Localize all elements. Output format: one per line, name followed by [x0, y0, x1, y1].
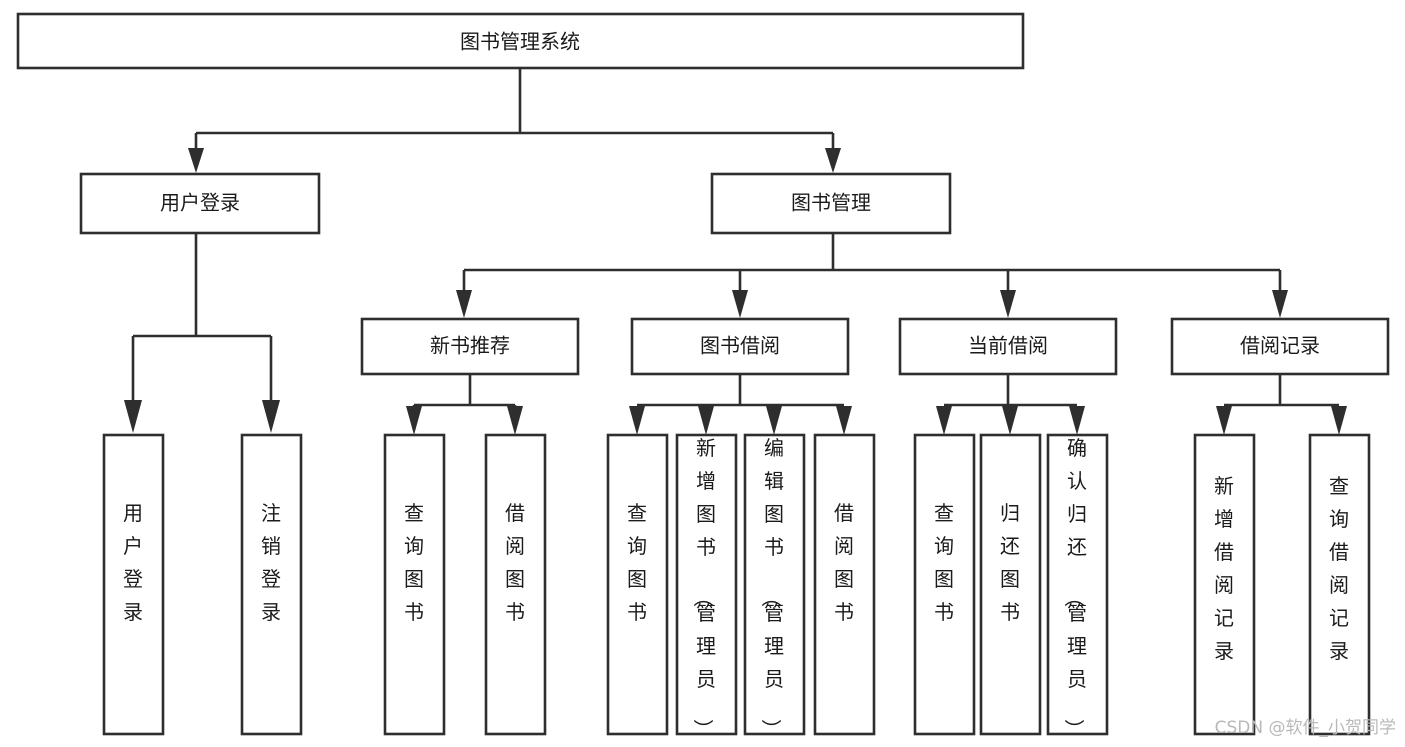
- node-leaf-query-book-2-box[interactable]: [606, 433, 669, 736]
- node-leaf-return-book-box[interactable]: [979, 433, 1042, 736]
- arrow-head-leaf-edit-book: [766, 406, 782, 435]
- node-leaf-borrow-book-2[interactable]: 借阅图书: [813, 433, 876, 736]
- connector-layer: [124, 68, 1347, 435]
- node-root-label: 图书管理系统: [460, 30, 580, 54]
- node-leaf-borrow-book-2-box[interactable]: [813, 433, 876, 736]
- node-root-box[interactable]: [16, 12, 1025, 70]
- node-borrow-record[interactable]: 借阅记录: [1170, 317, 1390, 376]
- node-leaf-confirm-return-box[interactable]: [1046, 433, 1109, 736]
- node-current-borrow-label: 当前借阅: [968, 334, 1048, 358]
- node-leaf-query-book-3-box[interactable]: [913, 433, 976, 736]
- node-current-borrow[interactable]: 当前借阅: [898, 317, 1118, 376]
- arrow-head-leaf-query-record: [1331, 406, 1347, 435]
- node-book-borrow[interactable]: 图书借阅: [630, 317, 850, 376]
- node-leaf-query-record[interactable]: 查询借阅记录: [1308, 433, 1371, 736]
- node-leaf-borrow-book-1-label: 借阅图书: [505, 501, 525, 624]
- node-leaf-user-login[interactable]: 用户登录: [102, 433, 165, 736]
- node-leaf-add-book-label: 新增图书（管理员）: [691, 436, 716, 739]
- node-leaf-logout-login-box[interactable]: [240, 433, 303, 736]
- arrow-head-current-borrow: [1000, 290, 1016, 318]
- node-new-book-recommend-box[interactable]: [360, 317, 580, 376]
- node-leaf-borrow-book-2-label: 借阅图书: [834, 501, 854, 624]
- arrow-head-book-manage: [825, 148, 841, 173]
- node-current-borrow-box[interactable]: [898, 317, 1118, 376]
- arrow-head-leaf-query-book-2: [629, 406, 645, 435]
- node-leaf-query-book-3-label: 查询图书: [934, 501, 954, 624]
- arrow-head-borrow-record: [1272, 290, 1288, 318]
- csdn-watermark: CSDN @软件_小贺同学: [1215, 718, 1396, 738]
- arrow-head-leaf-logout-login: [262, 400, 280, 433]
- node-leaf-user-login-box[interactable]: [102, 433, 165, 736]
- node-new-book-recommend-label: 新书推荐: [430, 334, 510, 358]
- node-leaf-add-book-box[interactable]: [675, 433, 738, 736]
- arrow-head-book-borrow: [732, 290, 748, 318]
- node-leaf-logout-login-label: 注销登录: [261, 501, 281, 624]
- arrow-head-new-book-recommend: [456, 290, 472, 318]
- arrow-head-leaf-confirm-return: [1069, 406, 1085, 435]
- node-leaf-edit-book-box[interactable]: [743, 433, 806, 736]
- node-leaf-add-record-box[interactable]: [1193, 433, 1256, 736]
- node-leaf-borrow-book-1-box[interactable]: [484, 433, 547, 736]
- node-leaf-return-book-label: 归还图书: [1000, 501, 1020, 624]
- node-user-login[interactable]: 用户登录: [79, 172, 321, 235]
- arrow-head-leaf-add-book: [698, 406, 714, 435]
- node-leaf-query-book-1-box[interactable]: [383, 433, 446, 736]
- node-leaf-query-book-1-label: 查询图书: [404, 501, 424, 624]
- arrow-head-leaf-borrow-book-2: [836, 406, 852, 435]
- node-new-book-recommend[interactable]: 新书推荐: [360, 317, 580, 376]
- node-borrow-record-box[interactable]: [1170, 317, 1390, 376]
- node-book-borrow-box[interactable]: [630, 317, 850, 376]
- node-leaf-add-record-label: 新增借阅记录: [1214, 474, 1234, 663]
- arrow-head-leaf-query-book-3: [936, 406, 952, 435]
- node-root[interactable]: 图书管理系统: [16, 12, 1025, 70]
- arrow-head-leaf-user-login: [124, 400, 142, 433]
- node-leaf-borrow-book-1[interactable]: 借阅图书: [484, 433, 547, 736]
- node-leaf-query-record-label: 查询借阅记录: [1329, 474, 1349, 663]
- node-leaf-confirm-return-label: 确认归还（管理员）: [1062, 436, 1087, 739]
- node-leaf-return-book[interactable]: 归还图书: [979, 433, 1042, 736]
- node-leaf-user-login-label: 用户登录: [123, 501, 143, 624]
- node-leaf-logout-login[interactable]: 注销登录: [240, 433, 303, 736]
- node-book-borrow-label: 图书借阅: [700, 334, 780, 358]
- arrow-head-leaf-query-book-1: [406, 406, 422, 435]
- node-leaf-edit-book-label: 编辑图书（管理员）: [759, 436, 784, 739]
- node-leaf-query-book-2[interactable]: 查询图书: [606, 433, 669, 736]
- node-user-login-box[interactable]: [79, 172, 321, 235]
- node-leaf-add-record[interactable]: 新增借阅记录: [1193, 433, 1256, 736]
- node-leaf-confirm-return[interactable]: 确认归还（管理员）: [1046, 433, 1109, 739]
- arrow-head-user-login: [188, 148, 204, 173]
- node-book-manage-box[interactable]: [710, 172, 952, 235]
- node-leaf-add-book[interactable]: 新增图书（管理员）: [675, 433, 738, 739]
- node-leaf-edit-book[interactable]: 编辑图书（管理员）: [743, 433, 806, 739]
- node-borrow-record-label: 借阅记录: [1240, 334, 1320, 358]
- arrow-head-leaf-return-book: [1002, 406, 1018, 435]
- node-book-manage[interactable]: 图书管理: [710, 172, 952, 235]
- node-leaf-query-book-1[interactable]: 查询图书: [383, 433, 446, 736]
- arrow-head-leaf-borrow-book-1: [507, 406, 523, 435]
- node-leaf-query-record-box[interactable]: [1308, 433, 1371, 736]
- node-leaf-query-book-3[interactable]: 查询图书: [913, 433, 976, 736]
- node-user-login-label: 用户登录: [160, 191, 240, 215]
- node-leaf-query-book-2-label: 查询图书: [627, 501, 647, 624]
- node-book-manage-label: 图书管理: [791, 191, 871, 215]
- arrow-head-leaf-add-record: [1216, 406, 1232, 435]
